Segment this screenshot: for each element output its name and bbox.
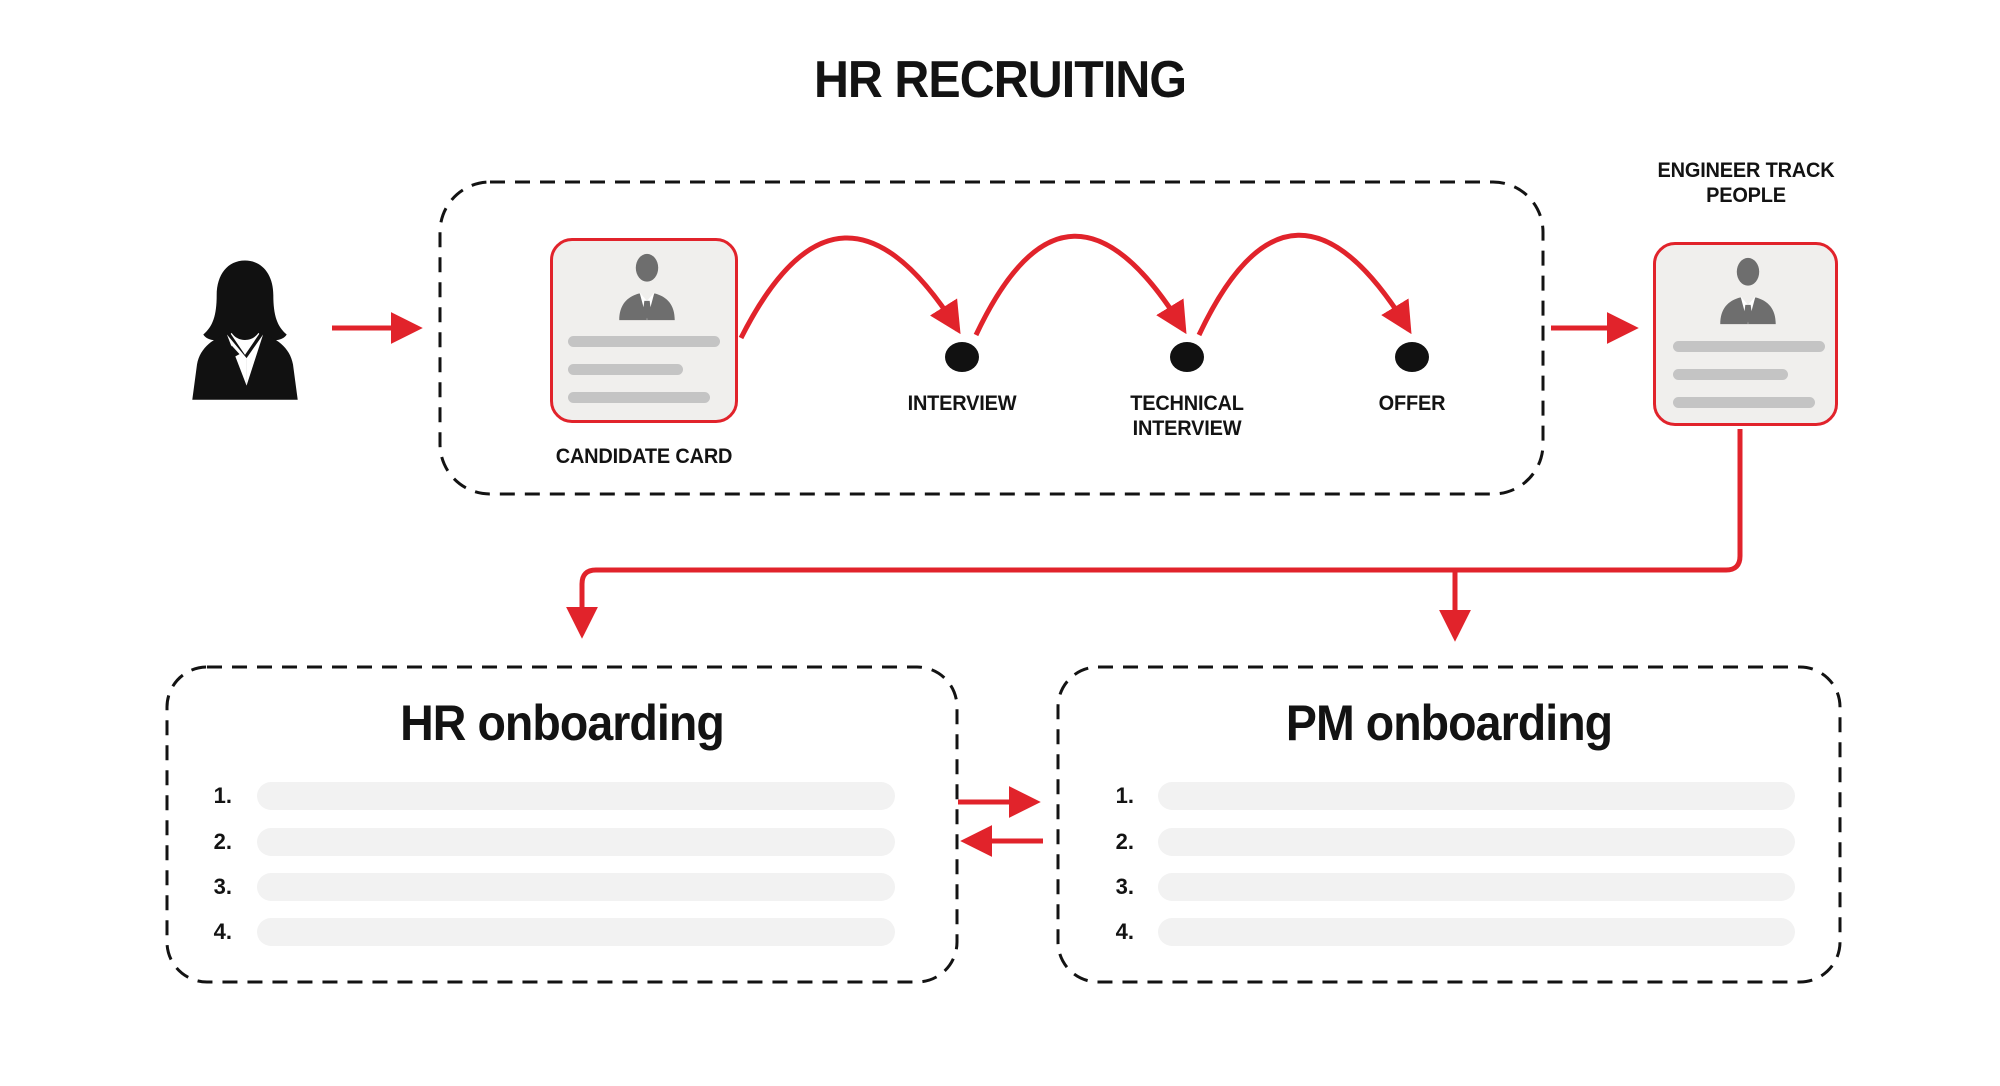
pm-onboarding-title: PM onboarding (1285, 695, 1613, 751)
card-text-bar (1673, 397, 1815, 408)
pm-onboarding-box-border (1056, 665, 1842, 984)
hr-list-number: 4. (213, 919, 232, 944)
step-dot-offer (1395, 342, 1429, 372)
engineer-track-people-label: ENGINEER TRACK PEOPLE (1657, 159, 1835, 207)
step-label-offer: OFFER (1378, 392, 1446, 415)
pm-list-number: 3. (1115, 874, 1134, 899)
hr-list-number: 1. (213, 783, 232, 808)
businessman-avatar-icon (619, 253, 675, 321)
candidate-card-label: CANDIDATE CARD (555, 445, 733, 468)
pm-list-item-bar (1158, 873, 1795, 901)
pm-list-item-bar (1158, 782, 1795, 810)
arc-technical-to-offer (1196, 232, 1412, 337)
candidate-card (550, 238, 738, 423)
step-dot-interview (945, 342, 979, 372)
engineer-track-card (1653, 242, 1838, 426)
step-dot-technical-interview (1170, 342, 1204, 372)
card-text-bar (1673, 341, 1825, 352)
card-text-bar (568, 392, 710, 403)
card-text-bar (568, 364, 683, 375)
pm-list-number: 2. (1115, 829, 1134, 854)
hr-list-number: 2. (213, 829, 232, 854)
arc-interview-to-technical (973, 233, 1187, 337)
hr-list-item-bar (257, 782, 895, 810)
pm-list-item-bar (1158, 918, 1795, 946)
page-title: HR RECRUITING (813, 51, 1187, 109)
businesswoman-silhouette-icon (192, 260, 298, 400)
engineer-to-hr-onboarding-connector (565, 429, 1743, 639)
hr-onboarding-box-border (165, 665, 959, 984)
hr-list-item-bar (257, 873, 895, 901)
step-label-technical-interview: TECHNICAL INTERVIEW (1130, 392, 1244, 440)
businessman-avatar-icon (1720, 257, 1776, 325)
recruiting-pipeline-box (438, 180, 1545, 496)
card-text-bar (568, 336, 720, 347)
step-label-interview: INTERVIEW (907, 392, 1017, 415)
pm-list-number: 1. (1115, 783, 1134, 808)
pm-list-item-bar (1158, 828, 1795, 856)
hr-list-item-bar (257, 918, 895, 946)
card-text-bar (1673, 369, 1788, 380)
hr-onboarding-title: HR onboarding (400, 695, 725, 751)
arc-card-to-interview (738, 235, 961, 340)
pm-list-number: 4. (1115, 919, 1134, 944)
hr-list-number: 3. (213, 874, 232, 899)
hr-list-item-bar (257, 828, 895, 856)
